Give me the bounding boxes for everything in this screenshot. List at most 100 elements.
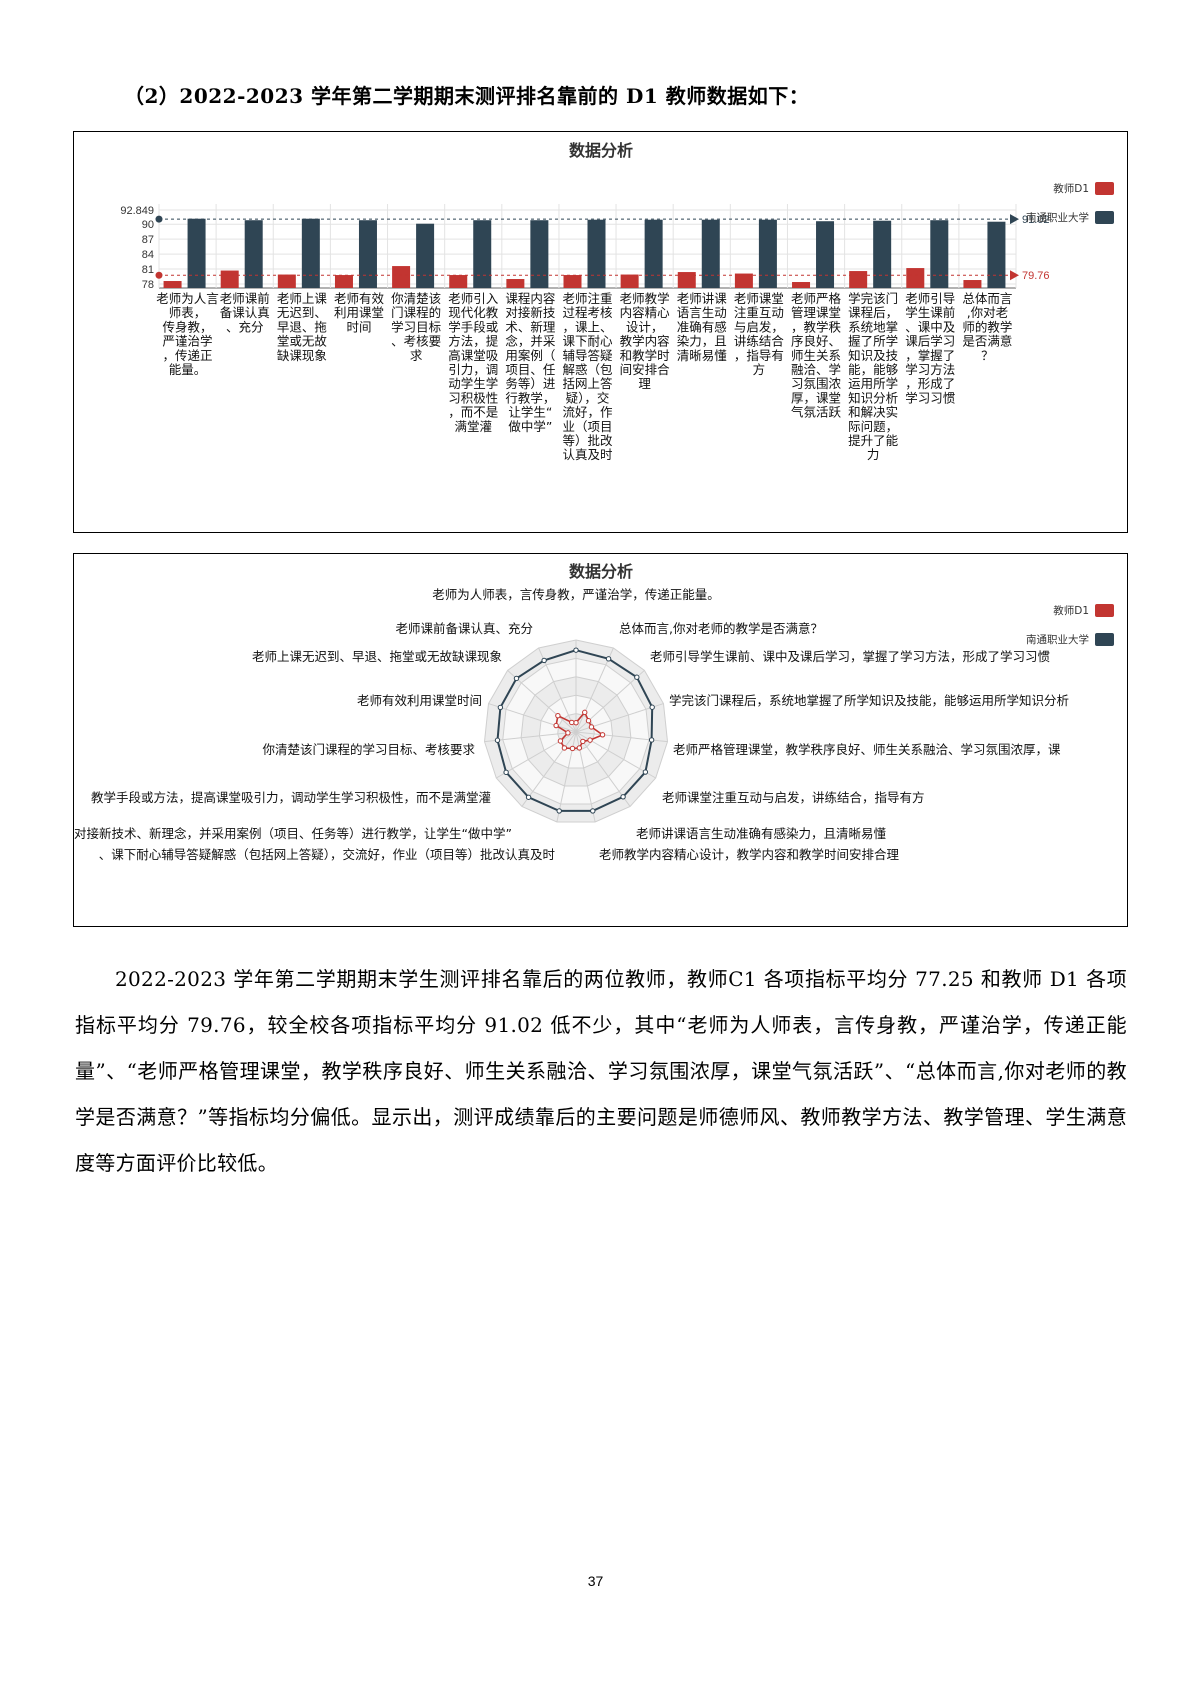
x-category-line: 老师引导: [905, 291, 955, 306]
x-category-line: 无迟到、: [277, 305, 327, 320]
x-category-label: 学完该门课程后，系统地掌握了所学知识及技能，能够运用所学知识分析和解决实际问题，…: [848, 291, 899, 462]
radar-chart: 数据分析老师为人师表，言传身教，严谨治学，传递正能量。老师课前备课认真、充分老师…: [74, 562, 1114, 862]
bar-teacher: [963, 280, 982, 288]
x-category-line: 引力，调: [448, 362, 498, 377]
x-category-label: 老师注重过程考核，课上、课下耐心辅导答疑解惑（包括网上答疑），交流好，作业（项目…: [562, 291, 613, 462]
bar-chart: 数据分析92.849908784817891.0279.76教师D1南通职业大学…: [120, 141, 1114, 462]
x-category-line: 高课堂吸: [448, 348, 499, 363]
y-tick-label: 87: [142, 234, 154, 246]
x-category-line: 学完该门: [848, 291, 898, 306]
x-category-line: 老师上课: [277, 291, 328, 306]
x-category-line: 疑），交: [566, 390, 610, 405]
radar-point: [576, 745, 583, 751]
radar-indicator-label: 总体而言,你对老师的教学是否满意？: [619, 621, 823, 636]
x-category-line: 课程后，: [848, 305, 898, 320]
radar-point: [573, 647, 579, 653]
x-category-label: 老师引导学生课前、课中及课后学习，掌握了学习方法，形成了学习习惯: [905, 291, 956, 405]
y-tick-label: 92.849: [120, 205, 154, 217]
x-category-label: 老师教学内容精心设计，教学内容和教学时间安排合理: [620, 291, 671, 391]
bar-school: [473, 220, 492, 288]
radar-point: [582, 709, 588, 716]
x-category-line: 流好，作: [562, 405, 613, 420]
bar-teacher: [277, 274, 296, 288]
bar-school: [244, 220, 263, 288]
bar-school: [930, 220, 949, 288]
x-category-line: 教学内容: [620, 334, 670, 349]
x-category-label: 老师课堂注重互动与启发，讲练结合，指导有方: [734, 291, 785, 377]
bar-school: [701, 219, 720, 288]
x-category-label: 你清楚该门课程的学习目标、考核要求: [391, 291, 441, 363]
x-category-line: 总体而言: [962, 291, 1012, 306]
x-category-line: 堂或无故: [277, 334, 328, 349]
bar-school: [873, 220, 892, 288]
bar-school: [816, 221, 835, 288]
radar-indicator-label: 老师为人师表，言传身教，严谨治学，传递正能量。: [432, 587, 720, 602]
x-category-line: ,你对老: [967, 305, 1008, 320]
x-category-line: 清晰易懂: [677, 348, 728, 363]
radar-indicator-label: 学完该门课程后，系统地掌握了所学知识及技能，能够运用所学知识分析: [669, 693, 1069, 708]
bar-teacher: [906, 268, 925, 288]
radar-chart-title: 数据分析: [569, 562, 633, 581]
x-category-line: 利用课堂: [334, 305, 384, 320]
x-category-line: 学习目标: [391, 319, 441, 334]
bar-school: [187, 218, 206, 288]
bar-teacher: [334, 275, 353, 288]
x-category-line: 老师讲课: [677, 291, 728, 306]
radar-point: [569, 745, 576, 752]
bar-teacher: [563, 275, 582, 288]
x-category-label: 总体而言,你对老师的教学是否满意？: [962, 291, 1012, 363]
bar-teacher: [392, 266, 411, 288]
x-category-line: 现代化教: [448, 305, 499, 320]
radar-indicator-label: 教学手段或方法，提高课堂吸引力，调动学生学习积极性，而不是满堂灌: [91, 790, 491, 805]
x-category-line: ？: [981, 348, 994, 363]
x-category-line: 行教学，: [505, 390, 555, 405]
radar-series-teacher: [555, 710, 605, 750]
bar-teacher: [620, 274, 639, 288]
radar-point: [569, 719, 575, 726]
x-category-line: 学习方法: [905, 362, 955, 377]
x-category-line: 满堂灌: [454, 419, 492, 434]
x-category-line: 力: [867, 447, 880, 462]
mark-line-start: [155, 271, 163, 279]
x-category-line: 知识及技: [848, 348, 899, 363]
x-category-line: 术、新理: [505, 319, 556, 334]
radar-indicator-label: 老师课前备课认真、充分: [395, 621, 533, 636]
radar-point: [561, 745, 568, 751]
x-category-line: 理: [638, 376, 651, 391]
legend-swatch: [1095, 211, 1114, 224]
x-category-line: 对接新技: [505, 305, 556, 320]
radar-point: [585, 718, 592, 724]
x-category-line: 语言生动: [677, 305, 727, 320]
x-category-line: ，而不是: [448, 405, 499, 420]
bar-teacher: [792, 282, 811, 288]
radar-point: [497, 704, 504, 711]
bar-teacher: [734, 273, 753, 288]
bar-teacher: [163, 281, 182, 288]
x-category-line: ，掌握了: [905, 348, 955, 363]
radar-indicator-label: 、课下耐心辅导答疑解惑（包括网上答疑），交流好，作业（项目等）批改认真及时: [99, 847, 556, 862]
x-category-line: 序良好、: [791, 334, 841, 349]
bar-teacher: [449, 275, 468, 288]
x-category-label: 老师上课无迟到、早退、拖堂或无故缺课现象: [277, 291, 328, 363]
x-category-line: 老师教学: [620, 291, 670, 306]
radar-point: [541, 657, 547, 664]
x-category-line: 师的教学: [962, 319, 1012, 334]
radar-spoke: [488, 703, 577, 733]
bar-teacher: [677, 272, 696, 288]
radar-point: [557, 738, 564, 744]
x-category-line: 过程考核: [562, 305, 613, 320]
x-category-line: 老师严格: [791, 291, 842, 306]
x-category-line: 认真及时: [562, 447, 613, 462]
radar-spoke: [521, 731, 577, 807]
radar-point: [553, 722, 559, 729]
x-category-line: 业（项目: [562, 419, 612, 434]
y-tick-label: 78: [142, 279, 154, 291]
radar-point: [503, 769, 509, 776]
x-category-line: 辅导答疑: [562, 348, 613, 363]
x-category-line: 务等）进: [505, 376, 556, 391]
x-category-line: 早退、拖: [277, 319, 327, 334]
x-category-line: 、考核要: [391, 334, 441, 349]
radar-point: [648, 737, 655, 743]
x-category-label: 老师有效利用课堂时间: [334, 291, 385, 334]
